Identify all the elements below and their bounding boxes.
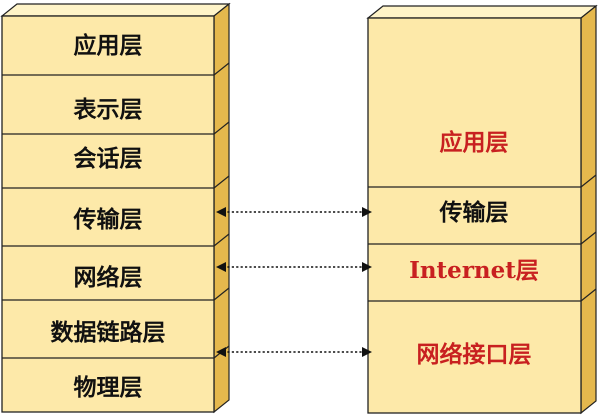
left-layer-physical-label: 物理层 [74,374,143,401]
network-arrow-right-head [362,262,372,272]
network-arrow-left-head [216,262,226,272]
left-side-divider-1 [213,62,230,76]
left-side-divider-2 [213,121,230,135]
left-stack-top-face [0,3,231,17]
right-side-divider-2 [580,231,597,245]
link-correspondence-arrow [216,347,372,357]
right-layer-network-interface-label: 网络接口层 [417,341,532,368]
left-layer-network-label: 网络层 [74,264,143,291]
left-layer-application-label: 应用层 [74,32,143,59]
right-side-divider-1 [580,174,597,188]
right-stack-side-face [580,4,597,415]
right-layer-internet-label: Internet层 [409,257,539,284]
link-arrow-left-head [216,347,226,357]
left-side-divider-5 [213,287,230,301]
left-side-divider-4 [213,233,230,247]
left-layer-transport-label: 传输层 [73,206,143,233]
right-side-divider-3 [580,288,597,302]
transport-arrow-right-head [362,207,372,217]
left-osi-stack: 应用层 表示层 会话层 传输层 网络层 数据链路层 物理层 [0,2,231,414]
left-stack-front-face [1,15,215,413]
transport-correspondence-arrow [216,207,372,217]
left-layer-presentation-label: 表示层 [74,96,143,123]
left-layer-session-label: 会话层 [74,145,143,172]
layer-correspondence-arrows [216,207,372,357]
transport-arrow-left-head [216,207,226,217]
right-tcpip-stack: 应用层 传输层 Internet层 网络接口层 [366,4,598,415]
left-side-divider-3 [213,175,230,189]
network-correspondence-arrow [216,262,372,272]
right-layer-application-label: 应用层 [440,129,509,156]
right-stack-top-face [366,5,598,19]
left-layer-data-link-label: 数据链路层 [51,319,166,346]
right-layer-transport-label: 传输层 [439,199,509,226]
right-stack-front-face [367,17,582,414]
link-arrow-right-head [362,347,372,357]
